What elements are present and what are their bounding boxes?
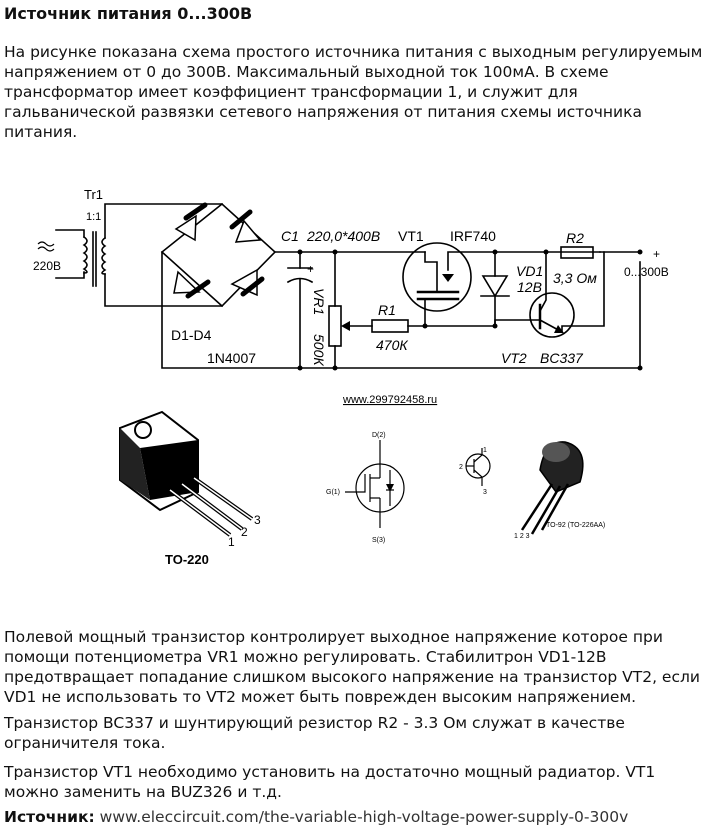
- c1-value: 220,0*400В: [306, 228, 380, 244]
- c1-label: C1: [281, 228, 299, 244]
- to220-pin-1: 1: [228, 535, 235, 549]
- r2-value: 3,3 Ом: [553, 270, 597, 286]
- tr1-label: Tr1: [84, 187, 103, 202]
- output-plus-sign: +: [653, 247, 660, 261]
- to220-package-drawing: [119, 410, 254, 537]
- mosfet-symbol: [345, 440, 405, 528]
- mosfet-gate-label: G(1): [326, 489, 340, 496]
- vd1-value: 12В: [517, 279, 542, 295]
- to92-label: TO-92 (TO-226AA): [546, 522, 605, 529]
- to220-label: TO-220: [165, 552, 209, 567]
- vd1-label: VD1: [516, 263, 543, 279]
- source-line: Источник: www.eleccircuit.com/the-variab…: [4, 807, 719, 827]
- vt1-type: IRF740: [450, 228, 496, 244]
- paragraph-current-limit: Транзистор BC337 и шунтирующий резистор …: [4, 714, 625, 752]
- tr1-ratio: 1:1: [86, 211, 101, 223]
- r1-label: R1: [378, 302, 396, 318]
- circuit-schematic: Tr1 1:1 220В C1 220,0*400В VT1 IRF740 R2…: [33, 187, 669, 567]
- bridge-type: 1N4007: [207, 350, 256, 366]
- bjt-pin-2: 2: [459, 464, 463, 471]
- bridge-label: D1-D4: [171, 327, 212, 343]
- bjt-symbol: [465, 448, 491, 486]
- r2-label: R2: [566, 230, 584, 246]
- intro-paragraph: На рисунке показана схема простого источ…: [4, 43, 703, 141]
- r1-value: 470К: [376, 337, 408, 353]
- vr1-value: 500К: [311, 334, 327, 366]
- bjt-pin-1: 1: [483, 447, 487, 454]
- to92-pins: 1 2 3: [514, 533, 530, 540]
- to220-pin-3: 3: [254, 513, 261, 527]
- vr1-label: VR1: [311, 288, 327, 315]
- source-link[interactable]: www.eleccircuit.com/the-variable-high-vo…: [99, 808, 629, 826]
- paragraph-heatsink: Транзистор VT1 необходимо установить на …: [4, 763, 656, 801]
- mains-voltage-label: 220В: [33, 259, 61, 273]
- to92-package-drawing: [520, 441, 584, 535]
- source-label: Источник:: [4, 808, 95, 826]
- mosfet-drain-label: D(2): [372, 432, 386, 439]
- to220-pin-2: 2: [241, 525, 248, 539]
- c1-plus-mark: +: [307, 262, 314, 276]
- website-link[interactable]: www.299792458.ru: [342, 394, 437, 406]
- mosfet-source-label: S(3): [372, 537, 385, 544]
- vt2-type: BC337: [540, 350, 584, 366]
- page-title: Источник питания 0...300В: [4, 4, 253, 23]
- vt1-label: VT1: [398, 228, 424, 244]
- bjt-pin-3: 3: [483, 489, 487, 496]
- vt2-label: VT2: [501, 350, 527, 366]
- paragraph-description: Полевой мощный транзистор контролирует в…: [4, 628, 700, 706]
- output-voltage-label: 0...300В: [624, 265, 669, 279]
